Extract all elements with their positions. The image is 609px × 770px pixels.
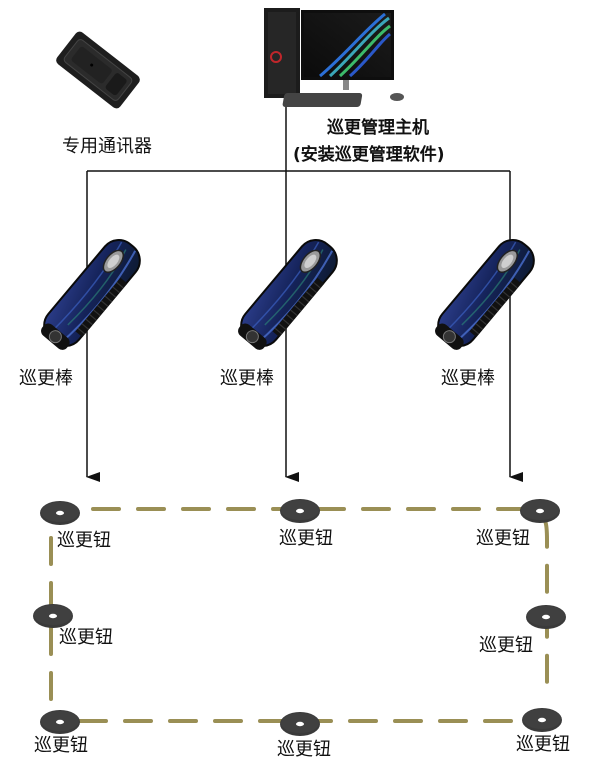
button-label: 巡更钮	[516, 734, 570, 755]
button-label: 巡更钮	[57, 530, 111, 551]
button-label: 巡更钮	[279, 528, 333, 549]
patrol-button-icon	[520, 499, 560, 523]
patrol-wand-icon	[231, 231, 346, 357]
wand-label: 巡更棒	[441, 368, 495, 389]
wand-label: 巡更棒	[220, 368, 274, 389]
patrol-button-icon	[280, 712, 320, 736]
button-label: 巡更钮	[476, 528, 530, 549]
patrol-button-icon	[40, 501, 80, 525]
desktop-computer-icon	[264, 8, 404, 107]
communicator-label: 专用通讯器	[62, 136, 152, 157]
communicator-device-icon	[56, 31, 140, 109]
patrol-button-icon	[526, 605, 566, 629]
button-label: 巡更钮	[479, 635, 533, 656]
button-label: 巡更钮	[34, 735, 88, 756]
patrol-button-icon	[280, 499, 320, 523]
patrol-button-icon	[33, 604, 73, 628]
button-label: 巡更钮	[277, 739, 331, 760]
patrol-button-icon	[40, 710, 80, 734]
host-label-line2: (安装巡更管理软件)	[293, 145, 445, 165]
button-label: 巡更钮	[59, 627, 113, 648]
patrol-wand-icon	[34, 231, 149, 357]
host-label-line1: 巡更管理主机	[327, 118, 429, 138]
patrol-button-icon	[522, 708, 562, 732]
wand-label: 巡更棒	[19, 368, 73, 389]
patrol-wand-icon	[428, 231, 543, 357]
